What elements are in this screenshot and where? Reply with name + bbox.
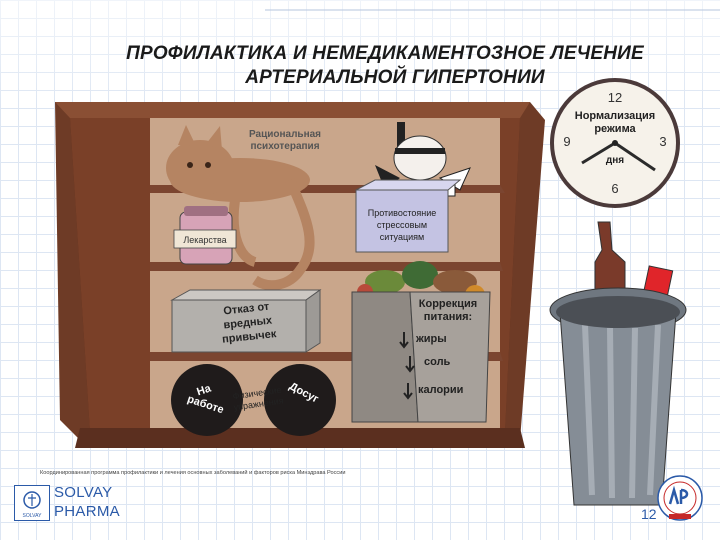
solvay-text: SOLVAY PHARMA bbox=[54, 483, 120, 521]
disk-left-line-1: На bbox=[195, 382, 213, 398]
nutrition-heading-1: Коррекция bbox=[419, 298, 477, 310]
company-line-1: SOLVAY bbox=[54, 484, 113, 501]
clock-subtitle: дня bbox=[606, 155, 624, 166]
clock-heading-2: режима bbox=[594, 123, 636, 135]
solvay-pharma-logo: SOLVAY SOLVAY PHARMA bbox=[14, 483, 124, 523]
habits-box: Отказ от вредных привычек bbox=[170, 289, 322, 353]
down-arrow-icon bbox=[399, 332, 409, 349]
title-line-2: АРТЕРИАЛЬНОЙ ГИПЕРТОНИИ bbox=[245, 67, 545, 88]
stress-line-1: Противостояние bbox=[368, 208, 437, 218]
down-arrow-icon bbox=[403, 383, 413, 400]
habits-line-2: вредных bbox=[223, 314, 274, 331]
clock-number-6: 6 bbox=[611, 181, 618, 196]
clock-minute-hand bbox=[614, 141, 656, 172]
solvay-box-text: SOLVAY bbox=[23, 513, 43, 519]
habits-line-3: привычек bbox=[222, 328, 278, 346]
page-number: 12 bbox=[641, 506, 657, 522]
habits-line-1: Отказ от bbox=[223, 301, 271, 318]
nutrition-item-calories: калории bbox=[418, 384, 463, 396]
stress-line-2: стрессовым bbox=[377, 220, 427, 230]
trash-can bbox=[549, 221, 687, 506]
vp-emblem-icon bbox=[657, 475, 703, 521]
clock-number-3: 3 bbox=[659, 134, 666, 149]
solvay-emblem-icon: SOLVAY bbox=[14, 485, 50, 521]
cat-illustration bbox=[166, 125, 315, 291]
footnote: Координированная программа профилактики … bbox=[40, 470, 346, 476]
cabinet-base bbox=[75, 428, 525, 448]
nutrition-heading-2: питания: bbox=[424, 311, 472, 323]
right-disk: Досуг bbox=[264, 364, 336, 436]
grocery-bag: Коррекция питания: жиры соль калории bbox=[351, 291, 491, 423]
clock-heading-1: Нормализация bbox=[575, 110, 655, 122]
company-line-2: PHARMA bbox=[54, 503, 120, 520]
clock-number-9: 9 bbox=[563, 134, 570, 149]
medicine-label: Лекарства bbox=[183, 235, 226, 245]
psychotherapy-line-2: психотерапия bbox=[250, 141, 319, 152]
stress-line-3: ситуациям bbox=[380, 232, 424, 242]
nutrition-item-salt: соль bbox=[424, 356, 451, 368]
clock-hour-hand bbox=[581, 141, 616, 165]
clock-number-12: 12 bbox=[608, 90, 622, 105]
psychotherapy-label: Рациональная психотерапия bbox=[249, 129, 321, 152]
nutrition-item-fat: жиры bbox=[415, 333, 447, 345]
stress-box: Противостояние стрессовым ситуациям bbox=[355, 179, 462, 253]
title-line-1: ПРОФИЛАКТИКА И НЕМЕДИКАМЕНТОЗНОЕ ЛЕЧЕНИЕ bbox=[126, 43, 644, 64]
psychotherapy-line-1: Рациональная bbox=[249, 129, 321, 140]
solvay-emblem-graphic: SOLVAY bbox=[23, 491, 43, 519]
medicine-jar: Лекарства bbox=[173, 206, 237, 265]
down-arrow-icon bbox=[405, 356, 415, 373]
slide-title: ПРОФИЛАКТИКА И НЕМЕДИКАМЕНТОЗНОЕ ЛЕЧЕНИЕ… bbox=[60, 42, 710, 90]
clock: 12 3 6 9 Нормализация режима дня bbox=[550, 78, 680, 208]
left-disk: На работе bbox=[171, 364, 243, 436]
